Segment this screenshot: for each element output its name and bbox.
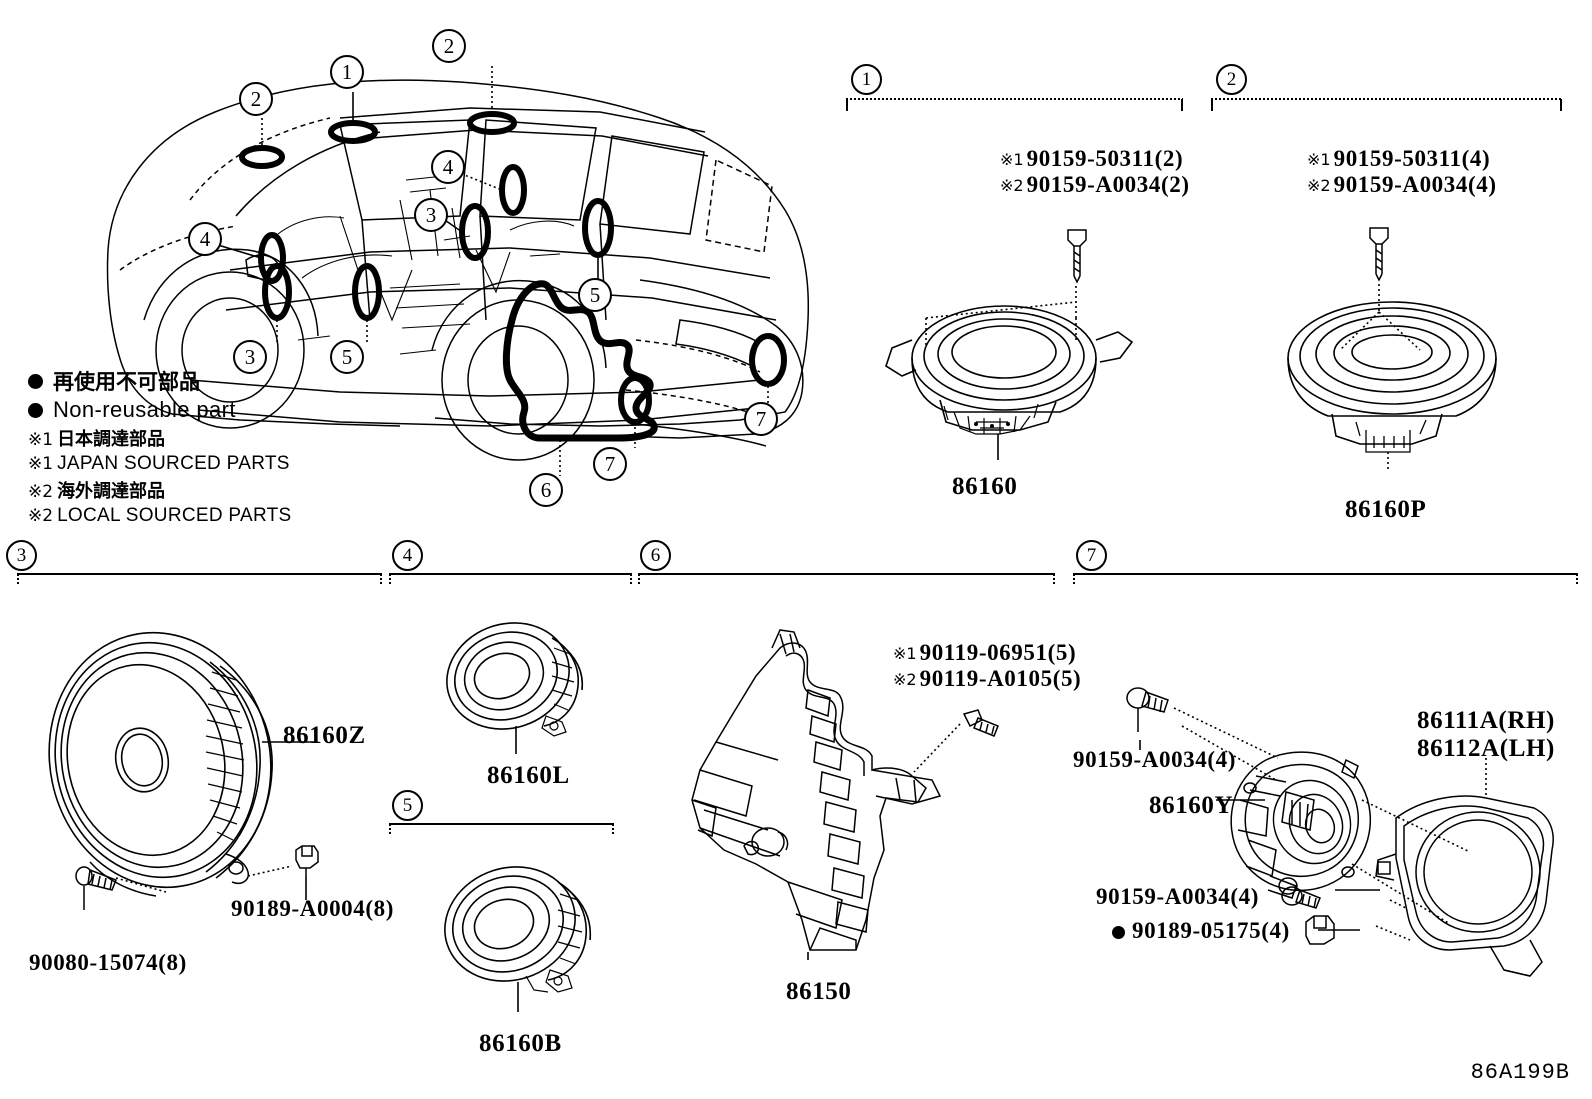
section-header-circle-3: 3 — [6, 540, 37, 571]
mark2-icon: ※2 — [1000, 176, 1024, 195]
section-header-circle-4: 4 — [392, 540, 423, 571]
section5-main-label: 86160B — [479, 1030, 562, 1057]
mark2-icon: ※2 — [893, 670, 917, 689]
section-header-circle-6: 6 — [640, 540, 671, 571]
section2-illustration — [1287, 227, 1497, 470]
section7-panel-label-rh: 86111A(RH) — [1417, 707, 1555, 734]
section-bracket-2 — [1211, 98, 1562, 111]
section-bracket-4 — [389, 573, 632, 586]
section1-illustration — [885, 229, 1134, 460]
section7-clip-label-row: 90189-05175(4) — [1112, 918, 1290, 944]
vehicle-callout-3a: 3 — [414, 198, 448, 232]
vehicle-illustration — [106, 66, 810, 476]
section3-illustration — [48, 631, 319, 910]
section3-clip-label: 90189-A0004(8) — [231, 896, 394, 921]
section-bracket-7 — [1073, 573, 1578, 586]
vehicle-callout-7b: 7 — [744, 402, 778, 436]
section-header-circle-1: 1 — [851, 64, 882, 95]
section7-bolt-bottom-icon — [1281, 886, 1321, 909]
section6-main-label: 86150 — [786, 978, 852, 1005]
section7-bolt-bottom-label: 90159-A0034(4) — [1096, 884, 1259, 909]
filled-circle-icon — [28, 373, 43, 389]
section2-fastener-labels: ※1 90159-50311(4) ※2 90159-A0034(4) — [1307, 146, 1497, 198]
vehicle-callout-1: 1 — [330, 55, 364, 89]
legend-mark1-en: ※1 JAPAN SOURCED PARTS — [28, 453, 290, 474]
vehicle-callout-4a: 4 — [431, 150, 465, 184]
section7-label-leaders — [1139, 740, 1380, 931]
section6-fastener-labels: ※1 90119-06951(5) ※2 90119-A0105(5) — [893, 640, 1081, 692]
vehicle-callout-3b: 3 — [233, 340, 267, 374]
mark1-icon: ※1 — [28, 430, 54, 450]
section-header-circle-7: 7 — [1076, 540, 1107, 571]
mark1-icon: ※1 — [1307, 150, 1331, 169]
section7-speaker-label: 86160Y — [1149, 792, 1234, 819]
mark1-icon: ※1 — [893, 644, 917, 663]
section2-part-2: ※2 90159-A0034(4) — [1307, 172, 1497, 197]
vehicle-callout-2b: 2 — [432, 29, 466, 63]
bracket-highlight-region — [502, 280, 658, 442]
filled-circle-icon — [1112, 926, 1125, 939]
section-bracket-6 — [638, 573, 1055, 586]
vehicle-callout-6: 6 — [529, 473, 563, 507]
drawing-id: 86A199B — [1470, 1060, 1570, 1085]
section1-part-1: ※1 90159-50311(2) — [1000, 146, 1184, 171]
section-bracket-5 — [389, 823, 614, 836]
section7-bolt-top-label: 90159-A0034(4) — [1073, 747, 1236, 772]
section6-part-2: ※2 90119-A0105(5) — [893, 666, 1082, 691]
section1-main-label: 86160 — [952, 473, 1018, 500]
legend-non-reusable-jp: 再使用不可部品 — [28, 366, 348, 396]
section2-part-1: ※1 90159-50311(4) — [1307, 146, 1491, 171]
section4-illustration — [446, 622, 584, 754]
vehicle-callout-7a: 7 — [593, 447, 627, 481]
mark2-icon: ※2 — [28, 506, 54, 526]
legend-mark2-jp: ※2 海外調達部品 — [28, 481, 166, 502]
section5-illustration — [444, 866, 592, 1012]
section7-clip-icon — [1305, 915, 1335, 945]
section-bracket-3 — [17, 573, 382, 586]
legend-mark1-jp: ※1 日本調達部品 — [28, 429, 166, 450]
section7-illustration — [1126, 687, 1554, 977]
legend: 再使用不可部品 Non-reusable part ※1 日本調達部品 ※1 J… — [28, 366, 348, 527]
section-bracket-1 — [846, 98, 1183, 111]
section1-fastener-labels: ※1 90159-50311(2) ※2 90159-A0034(2) — [1000, 146, 1190, 198]
section4-main-label: 86160L — [487, 762, 570, 789]
section3-main-label: 86160Z — [283, 722, 366, 749]
filled-circle-icon — [28, 402, 43, 418]
section3-screw-label: 90080-15074(8) — [29, 950, 187, 975]
legend-mark2-en: ※2 LOCAL SOURCED PARTS — [28, 505, 292, 526]
section7-clip-label: 90189-05175(4) — [1132, 918, 1290, 943]
vehicle-callout-2a: 2 — [239, 82, 273, 116]
section1-part-2: ※2 90159-A0034(2) — [1000, 172, 1190, 197]
section6-part-1: ※1 90119-06951(5) — [893, 640, 1077, 665]
mark2-icon: ※2 — [28, 482, 54, 502]
vehicle-callout-5b: 5 — [578, 278, 612, 312]
mark1-icon: ※1 — [28, 454, 54, 474]
section2-main-label: 86160P — [1345, 496, 1427, 523]
legend-non-reusable-en: Non-reusable part — [28, 397, 348, 423]
section-header-circle-5: 5 — [392, 790, 423, 821]
mark2-icon: ※2 — [1307, 176, 1331, 195]
section6-illustration — [691, 629, 999, 960]
vehicle-callout-5a: 5 — [330, 340, 364, 374]
mark1-icon: ※1 — [1000, 150, 1024, 169]
section-header-circle-2: 2 — [1216, 64, 1247, 95]
vehicle-callout-4b: 4 — [188, 222, 222, 256]
section7-panel-label-lh: 86112A(LH) — [1417, 735, 1555, 762]
